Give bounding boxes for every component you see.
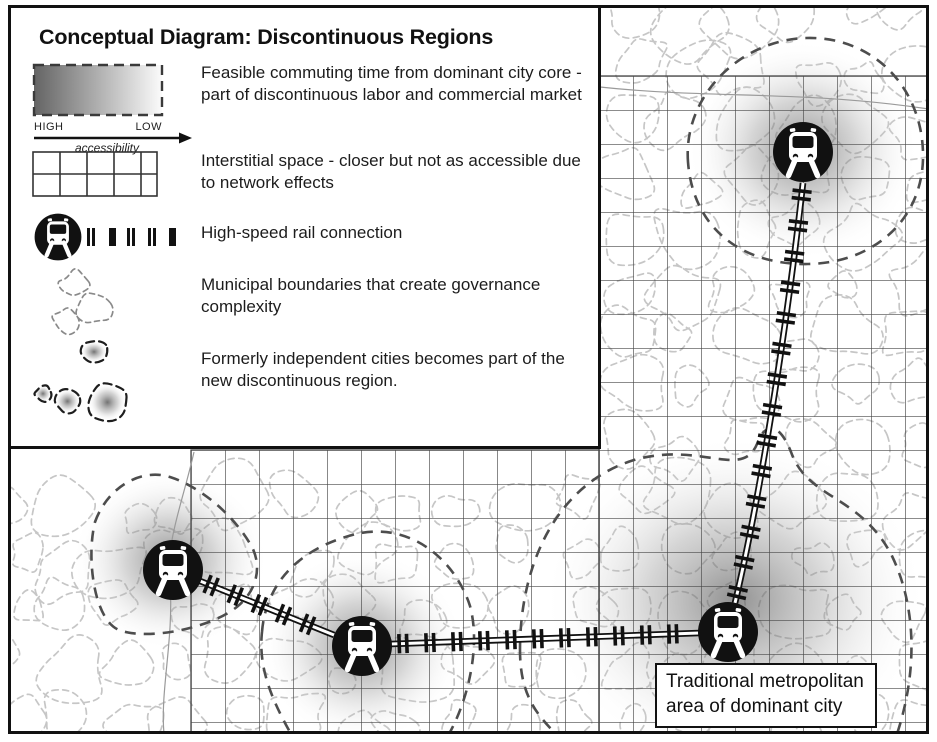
city-boundary-mid bbox=[260, 530, 476, 733]
former-cities-swatch bbox=[31, 334, 201, 434]
legend-text-former-cities: Formerly independent cities becomes part… bbox=[201, 349, 565, 391]
city-boundaries-layer bbox=[90, 36, 925, 733]
grid-swatch-icon bbox=[32, 151, 158, 197]
municipal-boundaries-swatch bbox=[31, 262, 201, 344]
interstitial-grid-south bbox=[190, 449, 600, 733]
gradient-swatch-icon bbox=[32, 63, 164, 117]
city-boundary-dominant bbox=[518, 426, 913, 733]
high-label: HIGH bbox=[34, 121, 64, 133]
high-speed-rail-lines bbox=[198, 182, 812, 654]
train-station-icon bbox=[698, 602, 758, 662]
rail-ticks-icon bbox=[87, 228, 176, 246]
legend-text-municipal: Municipal boundaries that create governa… bbox=[201, 275, 541, 317]
train-icon bbox=[35, 214, 82, 261]
legend-text-commuting: Feasible commuting time from dominant ci… bbox=[201, 63, 582, 105]
county-line-north bbox=[599, 86, 928, 110]
rail-symbol bbox=[31, 210, 201, 264]
train-station-icon bbox=[143, 540, 203, 600]
diagram-title: Conceptual Diagram: Discontinuous Region… bbox=[39, 25, 494, 49]
city-blobs-icon bbox=[33, 340, 128, 423]
legend-item-rail: High-speed rail connection bbox=[31, 210, 584, 262]
legend-item-former-cities: Formerly independent cities becomes part… bbox=[31, 334, 584, 434]
accessibility-gradient-swatch: HIGH LOW accessibility bbox=[31, 62, 201, 156]
train-station-icon bbox=[773, 122, 833, 182]
train-station-icon bbox=[332, 616, 392, 676]
interstitial-grid-swatch bbox=[31, 150, 201, 210]
legend-item-commuting-gradient: HIGH LOW accessibility Feasible commutin… bbox=[31, 62, 584, 155]
legend-item-municipal: Municipal boundaries that create governa… bbox=[31, 262, 584, 336]
legend-item-interstitial: Interstitial space - closer but not as a… bbox=[31, 150, 584, 210]
legend-text-rail: High-speed rail connection bbox=[201, 223, 403, 242]
arrow-head-icon bbox=[179, 132, 192, 144]
legend-panel: Conceptual Diagram: Discontinuous Region… bbox=[8, 5, 601, 449]
legend-text-interstitial: Interstitial space - closer but not as a… bbox=[201, 151, 581, 193]
low-label: LOW bbox=[135, 121, 162, 133]
dominant-city-label: Traditional metropolitan area of dominan… bbox=[655, 663, 877, 728]
municipal-blobs-icon bbox=[51, 268, 114, 336]
